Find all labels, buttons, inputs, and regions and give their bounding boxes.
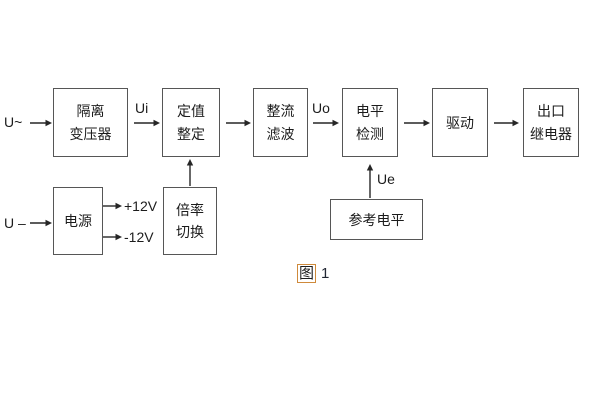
caption-fig-char: 图 xyxy=(297,264,317,283)
block-isolation-transformer: 隔离 变压器 xyxy=(53,88,128,157)
block-output-relay: 出口 继电器 xyxy=(523,88,579,157)
block-label: 整定 xyxy=(177,126,205,142)
label-plus-12v: +12V xyxy=(124,198,158,214)
arrow-ratio-to-setting xyxy=(186,159,194,186)
block-label: 倍率 xyxy=(176,201,204,218)
block-label: 检测 xyxy=(356,126,384,142)
block-label: 电源 xyxy=(64,213,92,229)
block-label: 整流 xyxy=(266,103,295,119)
arrow-power-to-minus12 xyxy=(103,233,122,241)
arrow-udc-to-power xyxy=(30,219,52,227)
block-level-detect: 电平 检测 xyxy=(342,88,398,157)
block-setting-adjust: 定值 整定 xyxy=(162,88,220,157)
arrow-power-to-plus12 xyxy=(103,202,122,210)
block-label: 定值 xyxy=(177,103,205,119)
block-label: 继电器 xyxy=(530,126,572,142)
arrow-isolation-to-setting-ui xyxy=(134,119,160,127)
block-label: 参考电平 xyxy=(348,211,405,228)
block-power-supply: 电源 xyxy=(53,187,103,255)
arrow-level-to-drive xyxy=(404,119,430,127)
label-u-ac-input: U~ xyxy=(4,114,23,130)
label-uo: Uo xyxy=(312,100,330,116)
block-label: 电平 xyxy=(356,103,384,119)
figure-caption: 图 1 xyxy=(297,264,329,283)
caption-number: 1 xyxy=(321,265,330,282)
block-label: 滤波 xyxy=(266,126,295,142)
block-label: 隔离 xyxy=(76,103,105,119)
label-ui: Ui xyxy=(135,100,149,116)
arrow-reference-to-level-ue xyxy=(366,164,374,198)
block-ratio-switch: 倍率 切换 xyxy=(163,187,217,255)
block-label: 出口 xyxy=(537,103,565,119)
arrow-drive-to-relay xyxy=(494,119,519,127)
block-label: 切换 xyxy=(176,224,204,241)
label-ue: Ue xyxy=(377,171,395,187)
block-label: 驱动 xyxy=(446,114,474,131)
arrow-rectify-to-level-uo xyxy=(313,119,339,127)
block-drive: 驱动 xyxy=(432,88,488,157)
block-reference-level: 参考电平 xyxy=(330,199,423,240)
arrow-uac-to-isolation-transformer xyxy=(30,119,52,127)
label-u-dc-input: U – xyxy=(4,215,26,231)
arrow-setting-to-rectify xyxy=(226,119,251,127)
block-label: 变压器 xyxy=(69,126,112,142)
label-minus-12v: -12V xyxy=(124,229,154,245)
block-rectify-filter: 整流 滤波 xyxy=(253,88,308,157)
